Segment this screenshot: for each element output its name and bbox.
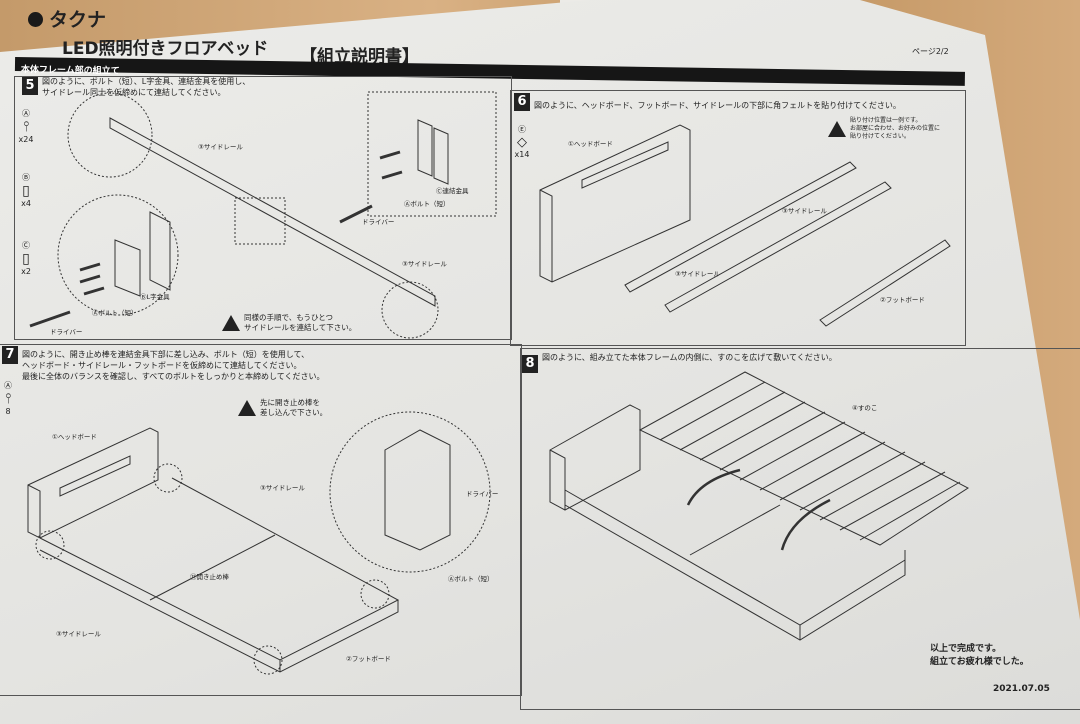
label-driver: ドライバー	[362, 218, 395, 226]
l-bracket-icon: ▯	[22, 183, 30, 199]
step-number: 5	[22, 77, 38, 95]
step-5-warning: 同様の手順で、もうひとつサイドレールを連結して下さい。	[222, 313, 356, 333]
label-driver: ドライバー	[466, 490, 499, 498]
warning-line: 貼り付け位置は一例です。	[850, 117, 922, 124]
part-mark: Ⓒ	[22, 241, 30, 250]
bolt-icon: ⫯	[22, 119, 30, 135]
part-c: Ⓒ▯x2	[18, 240, 34, 276]
part-a: Ⓐ⫯8	[0, 380, 16, 416]
label-headboard: ①ヘッドボード	[568, 140, 613, 148]
part-mark: Ⓔ	[518, 125, 526, 134]
completion-message: 以上で完成です。組立てお疲れ様でした。	[930, 643, 1029, 669]
label-stopper-bar: ⑪開き止め棒	[190, 573, 229, 581]
part-b: Ⓑ▯x4	[18, 172, 34, 208]
step-6-panel	[510, 90, 966, 346]
part-qty: x24	[18, 135, 34, 144]
joint-bracket-icon: ▯	[22, 251, 30, 267]
step-number: 7	[2, 346, 18, 364]
part-e: Ⓔ◇x14	[514, 124, 530, 159]
step-8-bed-drawing	[549, 371, 969, 641]
label-driver: ドライバー	[50, 328, 83, 336]
label-joint-bracket: Ⓒ連結金具	[436, 187, 469, 195]
bolt-icon: ⫯	[4, 391, 12, 407]
step-7-instruction: 図のように、開き止め棒を連結金具下部に差し込み、ボルト（短）を使用して、ヘッドボ…	[22, 349, 324, 382]
label-l-bracket: ⒷL字金具	[140, 293, 170, 301]
label-bolt: Ⓐボルト（短）	[404, 200, 450, 208]
step-8-panel	[520, 348, 1080, 710]
instruction-line: 最後に全体のバランスを確認し、すべてのボルトをしっかりと本締めしてください。	[22, 372, 325, 381]
warning-line: お部屋に合わせ、お好みの位置に	[850, 125, 941, 132]
label-headboard: ①ヘッドボード	[52, 433, 97, 441]
step-6-instruction: 図のように、ヘッドボード、フットボード、サイドレールの下部に角フェルトを貼り付け…	[534, 101, 901, 110]
part-mark: Ⓐ	[22, 109, 30, 118]
step-6-warning: 貼り付け位置は一例です。お部屋に合わせ、お好みの位置に貼り付けてください。	[828, 117, 940, 141]
label-side-rail: ③サイドレール	[782, 207, 827, 215]
step-number: 6	[514, 93, 530, 111]
instruction-line: 図のように、開き止め棒を連結金具下部に差し込み、ボルト（短）を使用して、	[22, 350, 310, 359]
label-bolt: Ⓐボルト（短）	[92, 309, 138, 317]
step-number: 8	[522, 355, 538, 373]
warning-line: 先に開き止め棒を	[260, 398, 320, 407]
label-side-rail: ③サイドレール	[260, 484, 305, 492]
part-a: Ⓐ⫯x24	[18, 108, 34, 144]
brand: タクナ	[28, 5, 106, 32]
step-7-frame-drawing	[27, 411, 491, 675]
label-side-rail: ③サイドレール	[675, 270, 720, 278]
warning-icon	[222, 315, 240, 331]
warning-line: 差し込んで下さい。	[260, 408, 328, 417]
warning-icon	[828, 121, 846, 137]
label-slats: ④すのこ	[852, 404, 878, 412]
step-6-frame-drawing	[539, 124, 951, 327]
step-5-instruction: 図のように、ボルト（短）、L字金具、連結金具を使用し、サイドレール同士を仮締めに…	[42, 76, 250, 98]
label-footboard: ②フットボード	[346, 655, 391, 663]
warning-line: 貼り付けてください。	[850, 133, 910, 140]
part-qty: x4	[21, 199, 31, 208]
part-qty: x2	[21, 267, 31, 276]
step-7-panel	[0, 344, 522, 696]
page-number: ページ2/2	[912, 47, 949, 56]
step-7-warning: 先に開き止め棒を差し込んで下さい。	[238, 398, 327, 418]
part-mark: Ⓑ	[22, 173, 30, 182]
label-side-rail: ③サイドレール	[198, 143, 243, 151]
part-qty: 8	[5, 407, 11, 416]
product-title: LED照明付きフロアベッド	[62, 39, 269, 59]
part-mark: Ⓐ	[4, 381, 12, 390]
completion-line: 組立てお疲れ様でした。	[930, 657, 1029, 667]
label-footboard: ②フットボード	[880, 296, 925, 304]
step-5-panel	[14, 76, 512, 340]
brand-name: タクナ	[49, 9, 107, 31]
felt-pad-icon: ◇	[517, 135, 527, 150]
instruction-line: サイドレール同士を仮締めにて連結してください。	[42, 88, 226, 97]
instruction-line: 図のように、ボルト（短）、L字金具、連結金具を使用し、	[42, 77, 251, 86]
instruction-line: ヘッドボード・サイドレール・フットボードを仮締めにて連結してください。	[22, 361, 302, 370]
label-side-rail: ③サイドレール	[402, 260, 447, 268]
warning-line: サイドレールを連結して下さい。	[244, 323, 357, 332]
label-bolt: Ⓐボルト（短）	[448, 575, 494, 583]
document-date: 2021.07.05	[993, 684, 1050, 694]
warning-icon	[238, 400, 256, 416]
bullet-icon	[28, 12, 43, 27]
label-side-rail: ③サイドレール	[56, 630, 101, 638]
step-8-instruction: 図のように、組み立てた本体フレームの内側に、すのこを広げて敷いてください。	[542, 353, 837, 362]
completion-line: 以上で完成です。	[930, 644, 1002, 654]
warning-line: 同様の手順で、もうひとつ	[244, 313, 333, 322]
step-5-side-rails-drawing	[29, 91, 497, 339]
part-qty: x14	[514, 150, 530, 159]
